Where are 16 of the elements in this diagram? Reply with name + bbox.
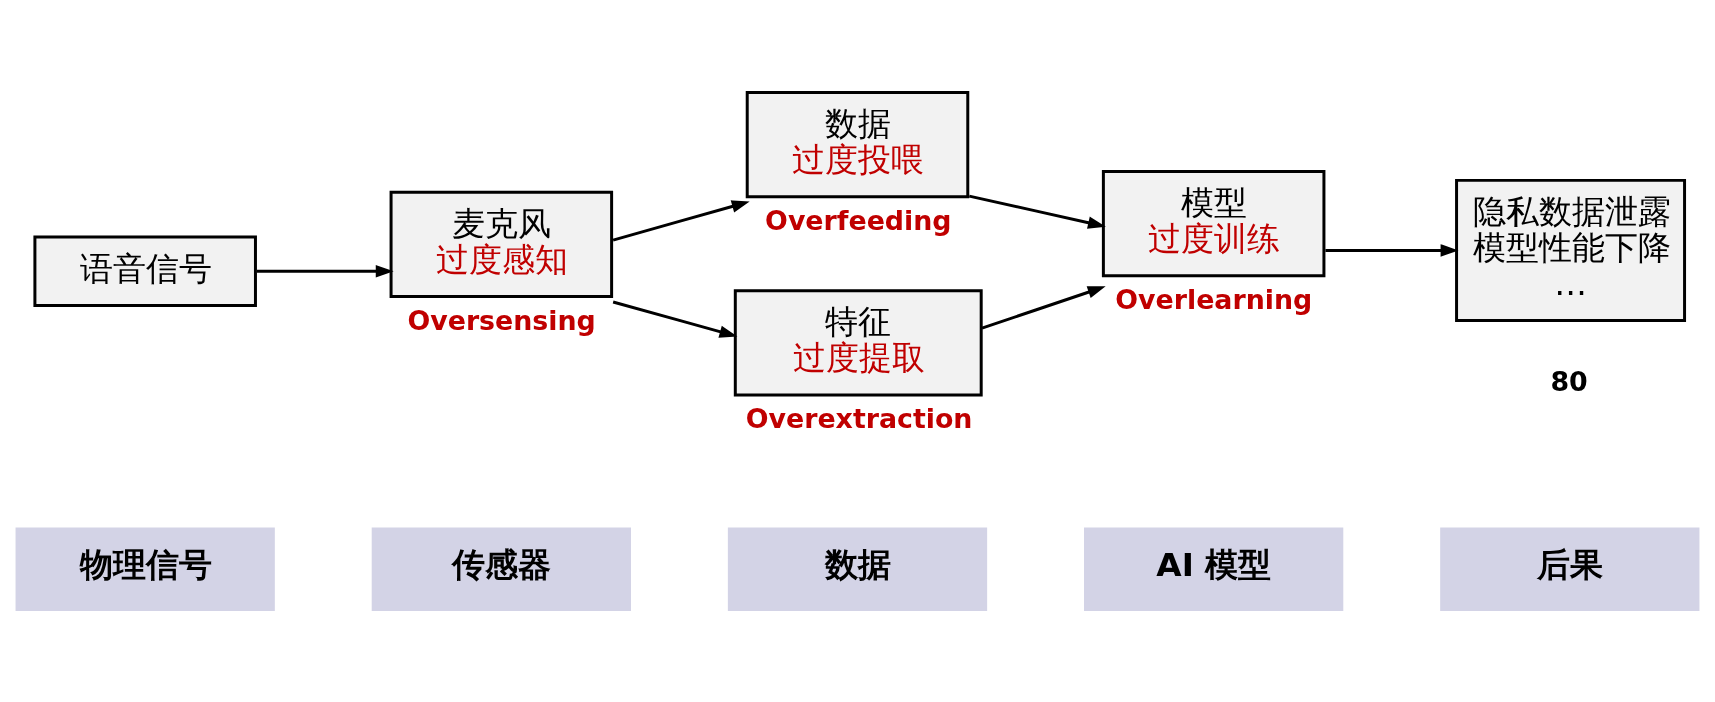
arrow [256, 265, 394, 278]
arrow [612, 300, 738, 338]
node-label: Overextraction [745, 403, 973, 435]
node-label: Overlearning [1115, 284, 1313, 316]
arrow [968, 194, 1106, 229]
arrow [1325, 244, 1459, 257]
node-box: 传感器 [371, 527, 631, 612]
node-label: Overfeeding [765, 205, 952, 237]
node-label: Oversensing [407, 304, 596, 336]
arrow [612, 200, 750, 242]
node-box: AI 模型 [1084, 527, 1344, 612]
label: 80 [1550, 366, 1588, 398]
arrow [981, 286, 1106, 330]
node-box: 数据 [727, 527, 988, 612]
node-box: 后果 [1440, 527, 1700, 612]
node-box: 物理信号 [15, 527, 275, 612]
